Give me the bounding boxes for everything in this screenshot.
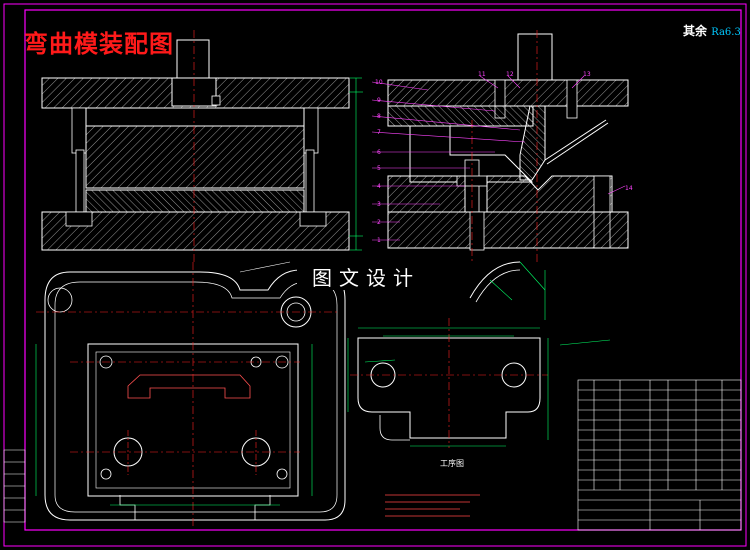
plan-view [35, 261, 346, 528]
technical-notes [385, 494, 480, 517]
outer-frame [3, 3, 747, 547]
callout-1: 1 [377, 237, 381, 244]
callout-10: 10 [375, 79, 383, 86]
callout-12: 12 [506, 71, 514, 78]
roughness-value: Ra6.3 [711, 27, 741, 38]
side-section-view: 10 9 8 7 6 5 4 3 2 1 11 12 13 14 [371, 30, 633, 262]
roughness-label: 其余 [683, 24, 708, 38]
watermark-background [297, 258, 455, 290]
callout-2: 2 [377, 219, 381, 226]
drawing-title: 弯曲模装配图 [24, 30, 174, 58]
watermark: 图文设计 [312, 266, 420, 290]
callout-8: 8 [377, 113, 381, 120]
part-drawing-label: 工序图 [440, 459, 464, 468]
front-section-view [41, 30, 363, 262]
callout-11: 11 [478, 71, 486, 78]
side-stamp [3, 449, 26, 523]
callout-4: 4 [377, 183, 381, 190]
callout-14: 14 [625, 185, 633, 192]
callout-3: 3 [377, 201, 381, 208]
surface-roughness-note: 其余 Ra6.3 [683, 22, 741, 39]
parts-list [577, 379, 742, 531]
callout-6: 6 [377, 149, 381, 156]
part-drawing [347, 261, 611, 448]
inner-frame [24, 9, 742, 531]
callout-7: 7 [377, 129, 381, 136]
callout-13: 13 [583, 71, 591, 78]
callout-5: 5 [377, 165, 381, 172]
callout-9: 9 [377, 97, 381, 104]
